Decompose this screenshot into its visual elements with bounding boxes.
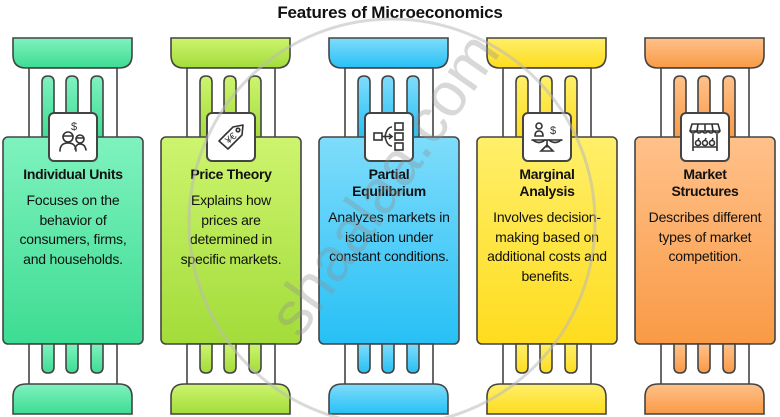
- diagram-title: Features of Microeconomics: [277, 3, 503, 22]
- pillar-description: Analyzes markets in isolation under cons…: [328, 209, 450, 264]
- pillar-base: [12, 383, 133, 415]
- icon-box: ¥€: [206, 112, 256, 162]
- flow-diagram-icon: [371, 119, 407, 155]
- icon-box: [364, 112, 414, 162]
- balance-scale-icon: $: [529, 119, 565, 155]
- pillar-description: Describes different types of market comp…: [648, 209, 762, 264]
- pillar-capital: [486, 37, 607, 69]
- pillar-description: Involves decision-making based on additi…: [487, 209, 607, 284]
- pillar-capital: [328, 37, 449, 69]
- icon-box: $: [48, 112, 98, 162]
- pillar-4: $ Marginal Analysis Involves decision-ma…: [474, 0, 632, 417]
- pillar-title: Individual Units: [23, 166, 123, 182]
- pillar-title: Market Structures: [671, 166, 739, 199]
- pillar-frame: [634, 37, 776, 415]
- pillar-capital: [644, 37, 765, 69]
- pillar-2: ¥€ Price Theory Explains how prices are …: [158, 0, 316, 417]
- people-money-icon: $: [55, 119, 91, 155]
- pillar-description: Explains how prices are determined in sp…: [180, 192, 282, 267]
- svg-text:$: $: [71, 121, 77, 133]
- icon-box: $: [522, 112, 572, 162]
- pillar-capital: [12, 37, 133, 69]
- pillar-title: Partial Equilibrium: [352, 166, 426, 199]
- pillar-1: $ Individual Units Focuses on the behavi…: [0, 0, 158, 417]
- pillar-3: Partial Equilibrium Analyzes markets in …: [316, 0, 474, 417]
- pillar-base: [328, 383, 449, 415]
- svg-text:$: $: [550, 125, 556, 137]
- svg-text:¥€: ¥€: [223, 131, 240, 148]
- pillar-5: Market Structures Describes different ty…: [632, 0, 780, 417]
- pillar-description: Focuses on the behavior of consumers, fi…: [19, 192, 127, 267]
- pillar-base: [170, 383, 291, 415]
- market-stall-icon: [687, 119, 723, 155]
- pillar-title: Price Theory: [190, 166, 272, 182]
- pillar-base: [644, 383, 765, 415]
- pillar-title: Marginal Analysis: [519, 166, 575, 199]
- icon-box: [680, 112, 730, 162]
- pillar-capital: [170, 37, 291, 69]
- price-tag-icon: ¥€: [213, 119, 249, 155]
- pillar-base: [486, 383, 607, 415]
